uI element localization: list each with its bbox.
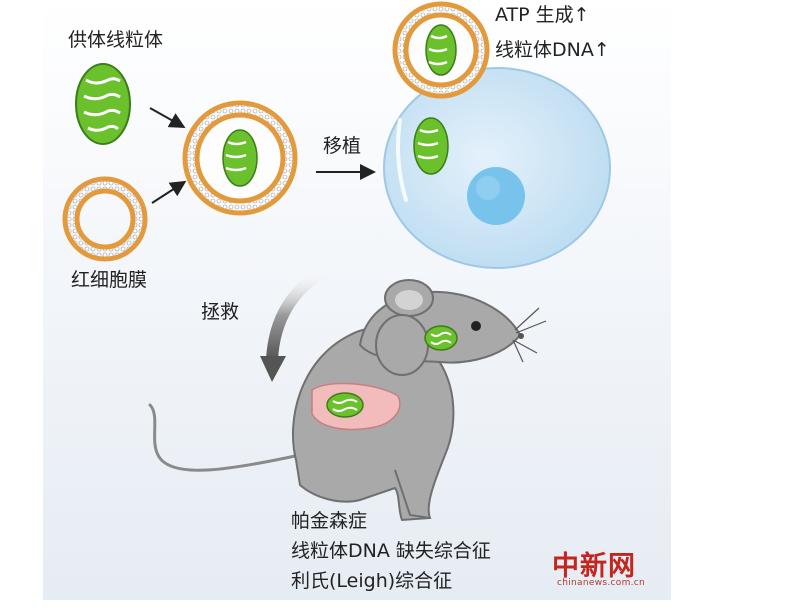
recipient-cell-icon: [383, 67, 611, 269]
fusing-vesicle-icon: [392, 1, 490, 99]
watermark-url: chinanews.com.cn: [557, 578, 646, 588]
disease-leigh-label: 利氏(Leigh)综合征: [291, 570, 453, 592]
mtdna-label: 线粒体DNA↑: [495, 39, 610, 61]
donor-mitochondrion-icon: [75, 63, 131, 145]
disease-mtdna-depletion-label: 线粒体DNA 缺失综合征: [291, 540, 491, 562]
atp-label: ATP 生成↑: [495, 4, 590, 26]
rbc-membrane-label: 红细胞膜: [71, 269, 148, 291]
donor-mitochondria-label: 供体线粒体: [68, 29, 164, 51]
arrow-membrane-to-vesicle: [151, 180, 187, 204]
transplant-label: 移植: [323, 135, 362, 157]
arrow-mito-to-vesicle: [149, 107, 186, 128]
coated-mitochondrion-icon: [182, 100, 298, 216]
mouse-icon: [148, 279, 547, 522]
rescue-arrow: [260, 264, 329, 382]
watermark-brand: 中新网: [552, 551, 636, 582]
rbc-membrane-vesicle-icon: [62, 176, 148, 262]
diagram-artwork: [62, 1, 611, 522]
diagram-panel: 供体线粒体 红细胞膜 移植 拯救 ATP 生成↑ 线粒体DNA↑ 帕金森症 线粒…: [43, 0, 671, 600]
rescue-label: 拯救: [201, 301, 240, 323]
disease-parkinson-label: 帕金森症: [291, 510, 368, 532]
